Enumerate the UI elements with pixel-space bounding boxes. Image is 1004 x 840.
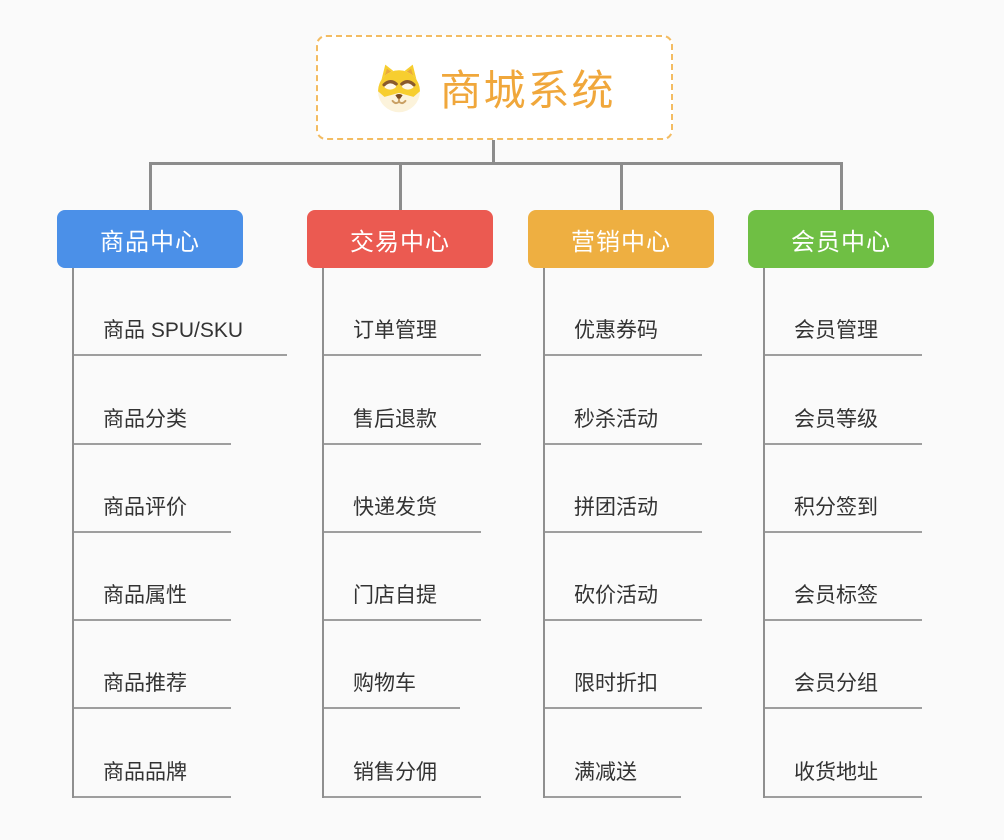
- doge-icon: [373, 63, 425, 113]
- child-node[interactable]: 秒杀活动: [543, 356, 702, 445]
- branch-children: 订单管理 售后退款 快递发货 门店自提 购物车 销售分佣: [322, 268, 493, 798]
- branch-rail-line: [150, 162, 843, 165]
- child-node[interactable]: 优惠券码: [543, 268, 702, 357]
- child-node[interactable]: 快递发货: [322, 445, 481, 533]
- branch-node[interactable]: 会员中心: [748, 210, 934, 268]
- branch-node[interactable]: 营销中心: [528, 210, 714, 268]
- child-node[interactable]: 商品 SPU/SKU: [72, 268, 288, 357]
- child-node[interactable]: 商品分类: [72, 356, 231, 445]
- child-node[interactable]: 会员分组: [763, 621, 922, 710]
- child-node[interactable]: 会员标签: [763, 533, 922, 622]
- branch-column-4: 会员中心 会员管理 会员等级 积分签到 会员标签 会员分组 收货地址: [748, 162, 934, 798]
- branch-connector-line: [398, 162, 402, 210]
- branch-connector-line: [148, 162, 152, 210]
- child-node[interactable]: 会员等级: [763, 356, 922, 445]
- branch-label: 会员中心: [791, 228, 891, 256]
- child-node[interactable]: 销售分佣: [322, 709, 481, 798]
- child-node[interactable]: 商品评价: [72, 445, 231, 533]
- branch-children: 商品 SPU/SKU 商品分类 商品评价 商品属性 商品推荐 商品品牌: [72, 268, 288, 798]
- child-node[interactable]: 拼团活动: [543, 445, 702, 533]
- child-node[interactable]: 门店自提: [322, 533, 481, 622]
- child-node[interactable]: 限时折扣: [543, 621, 702, 710]
- branch-column-3: 营销中心 优惠券码 秒杀活动 拼团活动 砍价活动 限时折扣 满减送: [528, 162, 714, 798]
- branch-column-1: 商品中心 商品 SPU/SKU 商品分类 商品评价 商品属性 商品推荐 商品品牌: [57, 162, 288, 798]
- child-node[interactable]: 购物车: [322, 621, 460, 710]
- branch-children: 会员管理 会员等级 积分签到 会员标签 会员分组 收货地址: [763, 268, 934, 798]
- root-connector-line: [492, 140, 495, 163]
- branch-label: 商品中心: [100, 228, 200, 256]
- child-node[interactable]: 商品品牌: [72, 709, 231, 798]
- child-node[interactable]: 积分签到: [763, 445, 922, 533]
- child-node[interactable]: 满减送: [543, 709, 681, 798]
- child-node[interactable]: 商品属性: [72, 533, 231, 622]
- child-node[interactable]: 售后退款: [322, 356, 481, 445]
- branch-connector-line: [619, 162, 623, 210]
- root-title: 商城系统: [439, 67, 616, 114]
- child-node[interactable]: 会员管理: [763, 268, 922, 357]
- child-node[interactable]: 收货地址: [763, 709, 922, 798]
- branch-node[interactable]: 商品中心: [57, 210, 243, 268]
- child-node[interactable]: 商品推荐: [72, 621, 231, 710]
- root-node[interactable]: 商城系统: [316, 35, 673, 140]
- branch-node[interactable]: 交易中心: [307, 210, 493, 268]
- branch-label: 营销中心: [571, 228, 671, 256]
- child-node[interactable]: 订单管理: [322, 268, 481, 357]
- branch-label: 交易中心: [350, 228, 450, 256]
- branch-connector-line: [839, 162, 843, 210]
- child-node[interactable]: 砍价活动: [543, 533, 702, 622]
- branch-children: 优惠券码 秒杀活动 拼团活动 砍价活动 限时折扣 满减送: [543, 268, 714, 798]
- branch-column-2: 交易中心 订单管理 售后退款 快递发货 门店自提 购物车 销售分佣: [307, 162, 493, 798]
